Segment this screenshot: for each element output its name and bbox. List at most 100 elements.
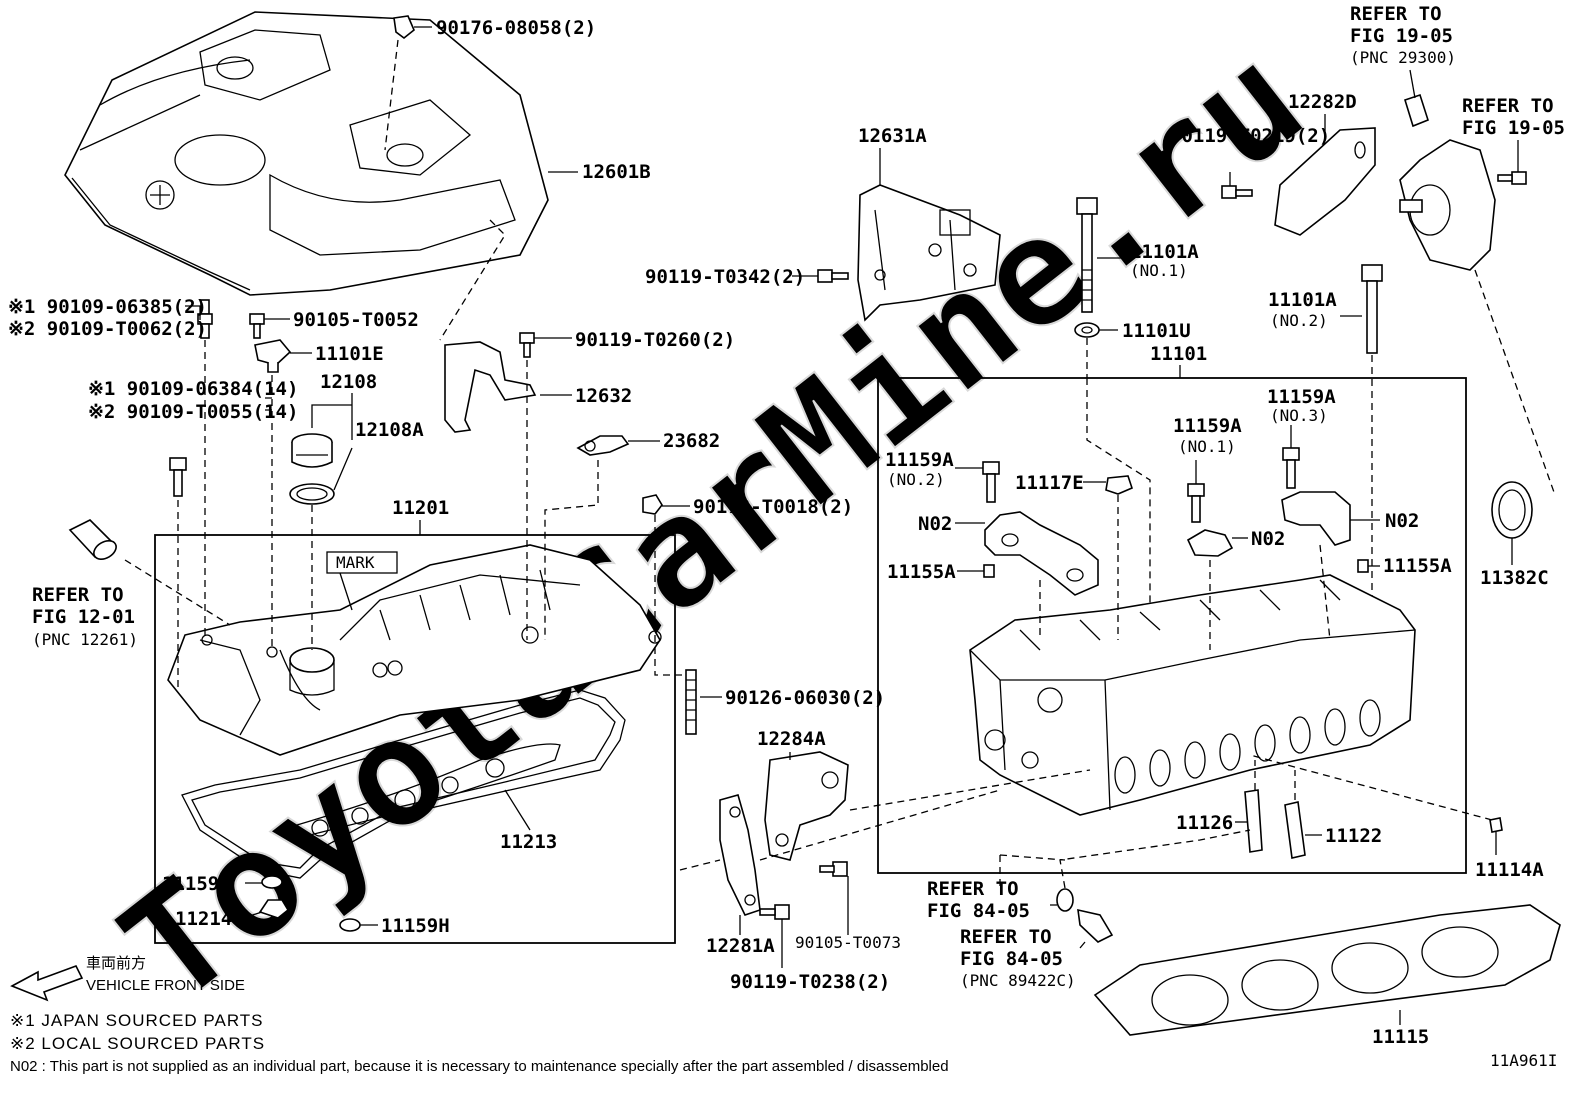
ref-fig-84-05-b-line2: FIG 84-05 bbox=[960, 948, 1063, 970]
label-11101A-no2-sub: (NO.2) bbox=[1270, 311, 1328, 330]
ref-fig-84-05-b-line1: REFER TO bbox=[960, 926, 1052, 948]
ref-fig-19-05-a-line3: (PNC 29300) bbox=[1350, 48, 1456, 67]
note-japan-sourced: ※1 JAPAN SOURCED PARTS bbox=[10, 1011, 264, 1030]
label-11159A-no1: 11159A bbox=[1173, 415, 1242, 437]
filler-cap-gasket bbox=[289, 483, 335, 505]
dowel-11155A-a bbox=[983, 564, 995, 578]
label-11159H-b: 11159H bbox=[381, 915, 450, 937]
label-11101: 11101 bbox=[1150, 343, 1207, 365]
label-11201: 11201 bbox=[392, 497, 449, 519]
nut-90178 bbox=[642, 494, 663, 515]
ref-fig-84-05-b-line3: (PNC 89422C) bbox=[960, 971, 1076, 990]
cap-bolt-no1 bbox=[1187, 483, 1205, 523]
label-11155A-a: 11155A bbox=[887, 561, 956, 583]
ref-fig-12-01-line1: REFER TO bbox=[32, 584, 124, 606]
cam-sensor bbox=[254, 339, 292, 373]
label-11159H-a: 11159H bbox=[162, 873, 231, 895]
ref-fig-19-05-a-line2: FIG 19-05 bbox=[1350, 25, 1453, 47]
oil-filler-cap bbox=[291, 433, 333, 468]
bolt-90119-T0219 bbox=[1221, 185, 1253, 199]
bracket-12284A bbox=[764, 751, 849, 861]
label-11159A-no1-sub: (NO.1) bbox=[1178, 437, 1236, 456]
label-12601B: 12601B bbox=[582, 161, 651, 183]
label-12281A: 12281A bbox=[706, 935, 775, 957]
dowel-11155A-b bbox=[1357, 559, 1369, 573]
label-90105-T0052: 90105-T0052 bbox=[293, 309, 419, 331]
head-bolt-no1 bbox=[1076, 197, 1098, 313]
label-11126: 11126 bbox=[1176, 812, 1233, 834]
bolt-vacuum-pump bbox=[1497, 171, 1527, 185]
vacuum-pump bbox=[1399, 93, 1496, 271]
ref-fig-12-01-line3: (PNC 12261) bbox=[32, 630, 138, 649]
seal-washer-11159H-a bbox=[261, 875, 283, 889]
label-90109-06384: ※1 90109-06384(14) bbox=[88, 378, 298, 400]
bolt-90119-T0260 bbox=[519, 332, 535, 358]
label-11159A-no2: 11159A bbox=[885, 449, 954, 471]
cap-bolt-no3 bbox=[1282, 447, 1300, 489]
engine-hanger-12631A bbox=[857, 184, 1001, 322]
coolant-sensor-seal bbox=[1056, 888, 1074, 912]
plug-seal-11214 bbox=[258, 899, 290, 919]
label-12631A: 12631A bbox=[858, 125, 927, 147]
ref-fig-19-05-a-line1: REFER TO bbox=[1350, 3, 1442, 25]
mark-tag-frame bbox=[326, 551, 398, 574]
label-N02-b: N02 bbox=[1251, 528, 1285, 550]
stud-90126 bbox=[685, 669, 697, 735]
label-N02-c: N02 bbox=[1385, 510, 1419, 532]
label-11159A-no3-sub: (NO.3) bbox=[1270, 406, 1328, 425]
label-11115: 11115 bbox=[1372, 1026, 1429, 1048]
bolt-90105-T0052 bbox=[249, 313, 265, 339]
label-12282D: 12282D bbox=[1288, 91, 1357, 113]
seal-washer-11159H-b bbox=[339, 918, 361, 932]
label-11101E: 11101E bbox=[315, 343, 384, 365]
washer-11101U bbox=[1074, 322, 1100, 338]
label-12108: 12108 bbox=[320, 371, 377, 393]
label-90109-T0062: ※2 90109-T0062(2) bbox=[8, 318, 207, 340]
label-90119-T0342: 90119-T0342(2) bbox=[645, 266, 805, 288]
ref-fig-19-05-b-line1: REFER TO bbox=[1462, 95, 1554, 117]
head-cover-box bbox=[154, 534, 676, 944]
label-12632: 12632 bbox=[575, 385, 632, 407]
oil-seal-11382C bbox=[1491, 481, 1533, 539]
label-90105-T0073: 90105-T0073 bbox=[795, 933, 901, 952]
label-90176-08058: 90176-08058(2) bbox=[436, 17, 596, 39]
cam-cap-no1 bbox=[1186, 529, 1234, 557]
plug-tube-gasket bbox=[278, 743, 561, 841]
ref-fig-84-05-a-line2: FIG 84-05 bbox=[927, 900, 1030, 922]
label-11122: 11122 bbox=[1325, 825, 1382, 847]
pump-dashline bbox=[1474, 269, 1556, 496]
ref-fig-19-05-b-line2: FIG 19-05 bbox=[1462, 117, 1565, 139]
label-11159A-no2-sub: (NO.2) bbox=[887, 470, 945, 489]
mark-tag: MARK bbox=[336, 553, 375, 572]
bolt-90119-T0238 bbox=[759, 904, 790, 920]
engine-cover bbox=[64, 11, 549, 296]
label-11101A-no2: 11101A bbox=[1268, 289, 1337, 311]
cam-cap-no2 bbox=[984, 511, 1099, 596]
label-11159A-no3: 11159A bbox=[1267, 386, 1336, 408]
label-90178-T0018: 90178-T0018(2) bbox=[693, 496, 853, 518]
head-gasket-11115 bbox=[1093, 904, 1561, 1036]
tube-11126 bbox=[1244, 789, 1263, 853]
plug-11114A bbox=[1489, 817, 1503, 833]
label-12284A: 12284A bbox=[757, 728, 826, 750]
label-11155A-b: 11155A bbox=[1383, 555, 1452, 577]
cylinder-head-box bbox=[877, 377, 1467, 874]
bolt-90105-T0073 bbox=[819, 861, 848, 877]
label-23682: 23682 bbox=[663, 430, 720, 452]
label-11214: 11214 bbox=[175, 908, 232, 930]
cover-bolt-dashline bbox=[384, 39, 506, 341]
label-11101A-no1-sub: (NO.1) bbox=[1130, 261, 1188, 280]
label-11101A-no1: 11101A bbox=[1130, 241, 1199, 263]
wire-bracket-12632 bbox=[444, 341, 537, 433]
injector-clamp-23682 bbox=[576, 435, 630, 456]
vehicle-front-arrow-icon bbox=[10, 965, 84, 1002]
head-bolt-no2 bbox=[1361, 264, 1383, 354]
tube-11122 bbox=[1284, 801, 1306, 859]
label-12108A: 12108A bbox=[355, 419, 424, 441]
vehicle-front-en: VEHICLE FRONT SIDE bbox=[86, 977, 245, 994]
label-11114A: 11114A bbox=[1475, 859, 1544, 881]
label-11382C: 11382C bbox=[1480, 567, 1549, 589]
label-90119-T0260: 90119-T0260(2) bbox=[575, 329, 735, 351]
label-90119-T0219: 90119-T0219(2) bbox=[1170, 125, 1330, 147]
